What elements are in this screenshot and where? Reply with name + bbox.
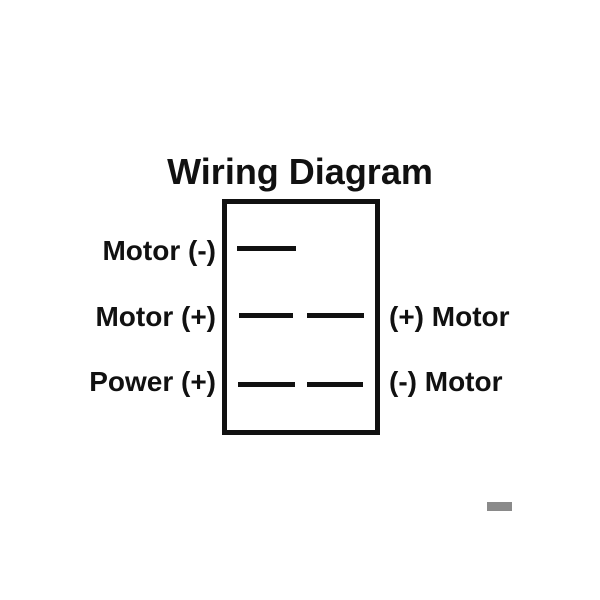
terminal-line-row1: [237, 246, 296, 251]
label-motor-positive: Motor (+): [95, 301, 216, 332]
terminal-line-row3-right: [307, 382, 363, 387]
terminal-line-row3-left: [238, 382, 295, 387]
watermark-bar: [487, 502, 512, 511]
diagram-title: Wiring Diagram: [167, 151, 433, 192]
terminal-line-row2-left: [239, 313, 293, 318]
label-minus-motor: (-) Motor: [389, 366, 503, 397]
label-motor-negative: Motor (-): [102, 235, 216, 266]
terminal-line-row2-right: [307, 313, 364, 318]
label-plus-motor: (+) Motor: [389, 301, 510, 332]
label-power-positive: Power (+): [89, 366, 216, 397]
